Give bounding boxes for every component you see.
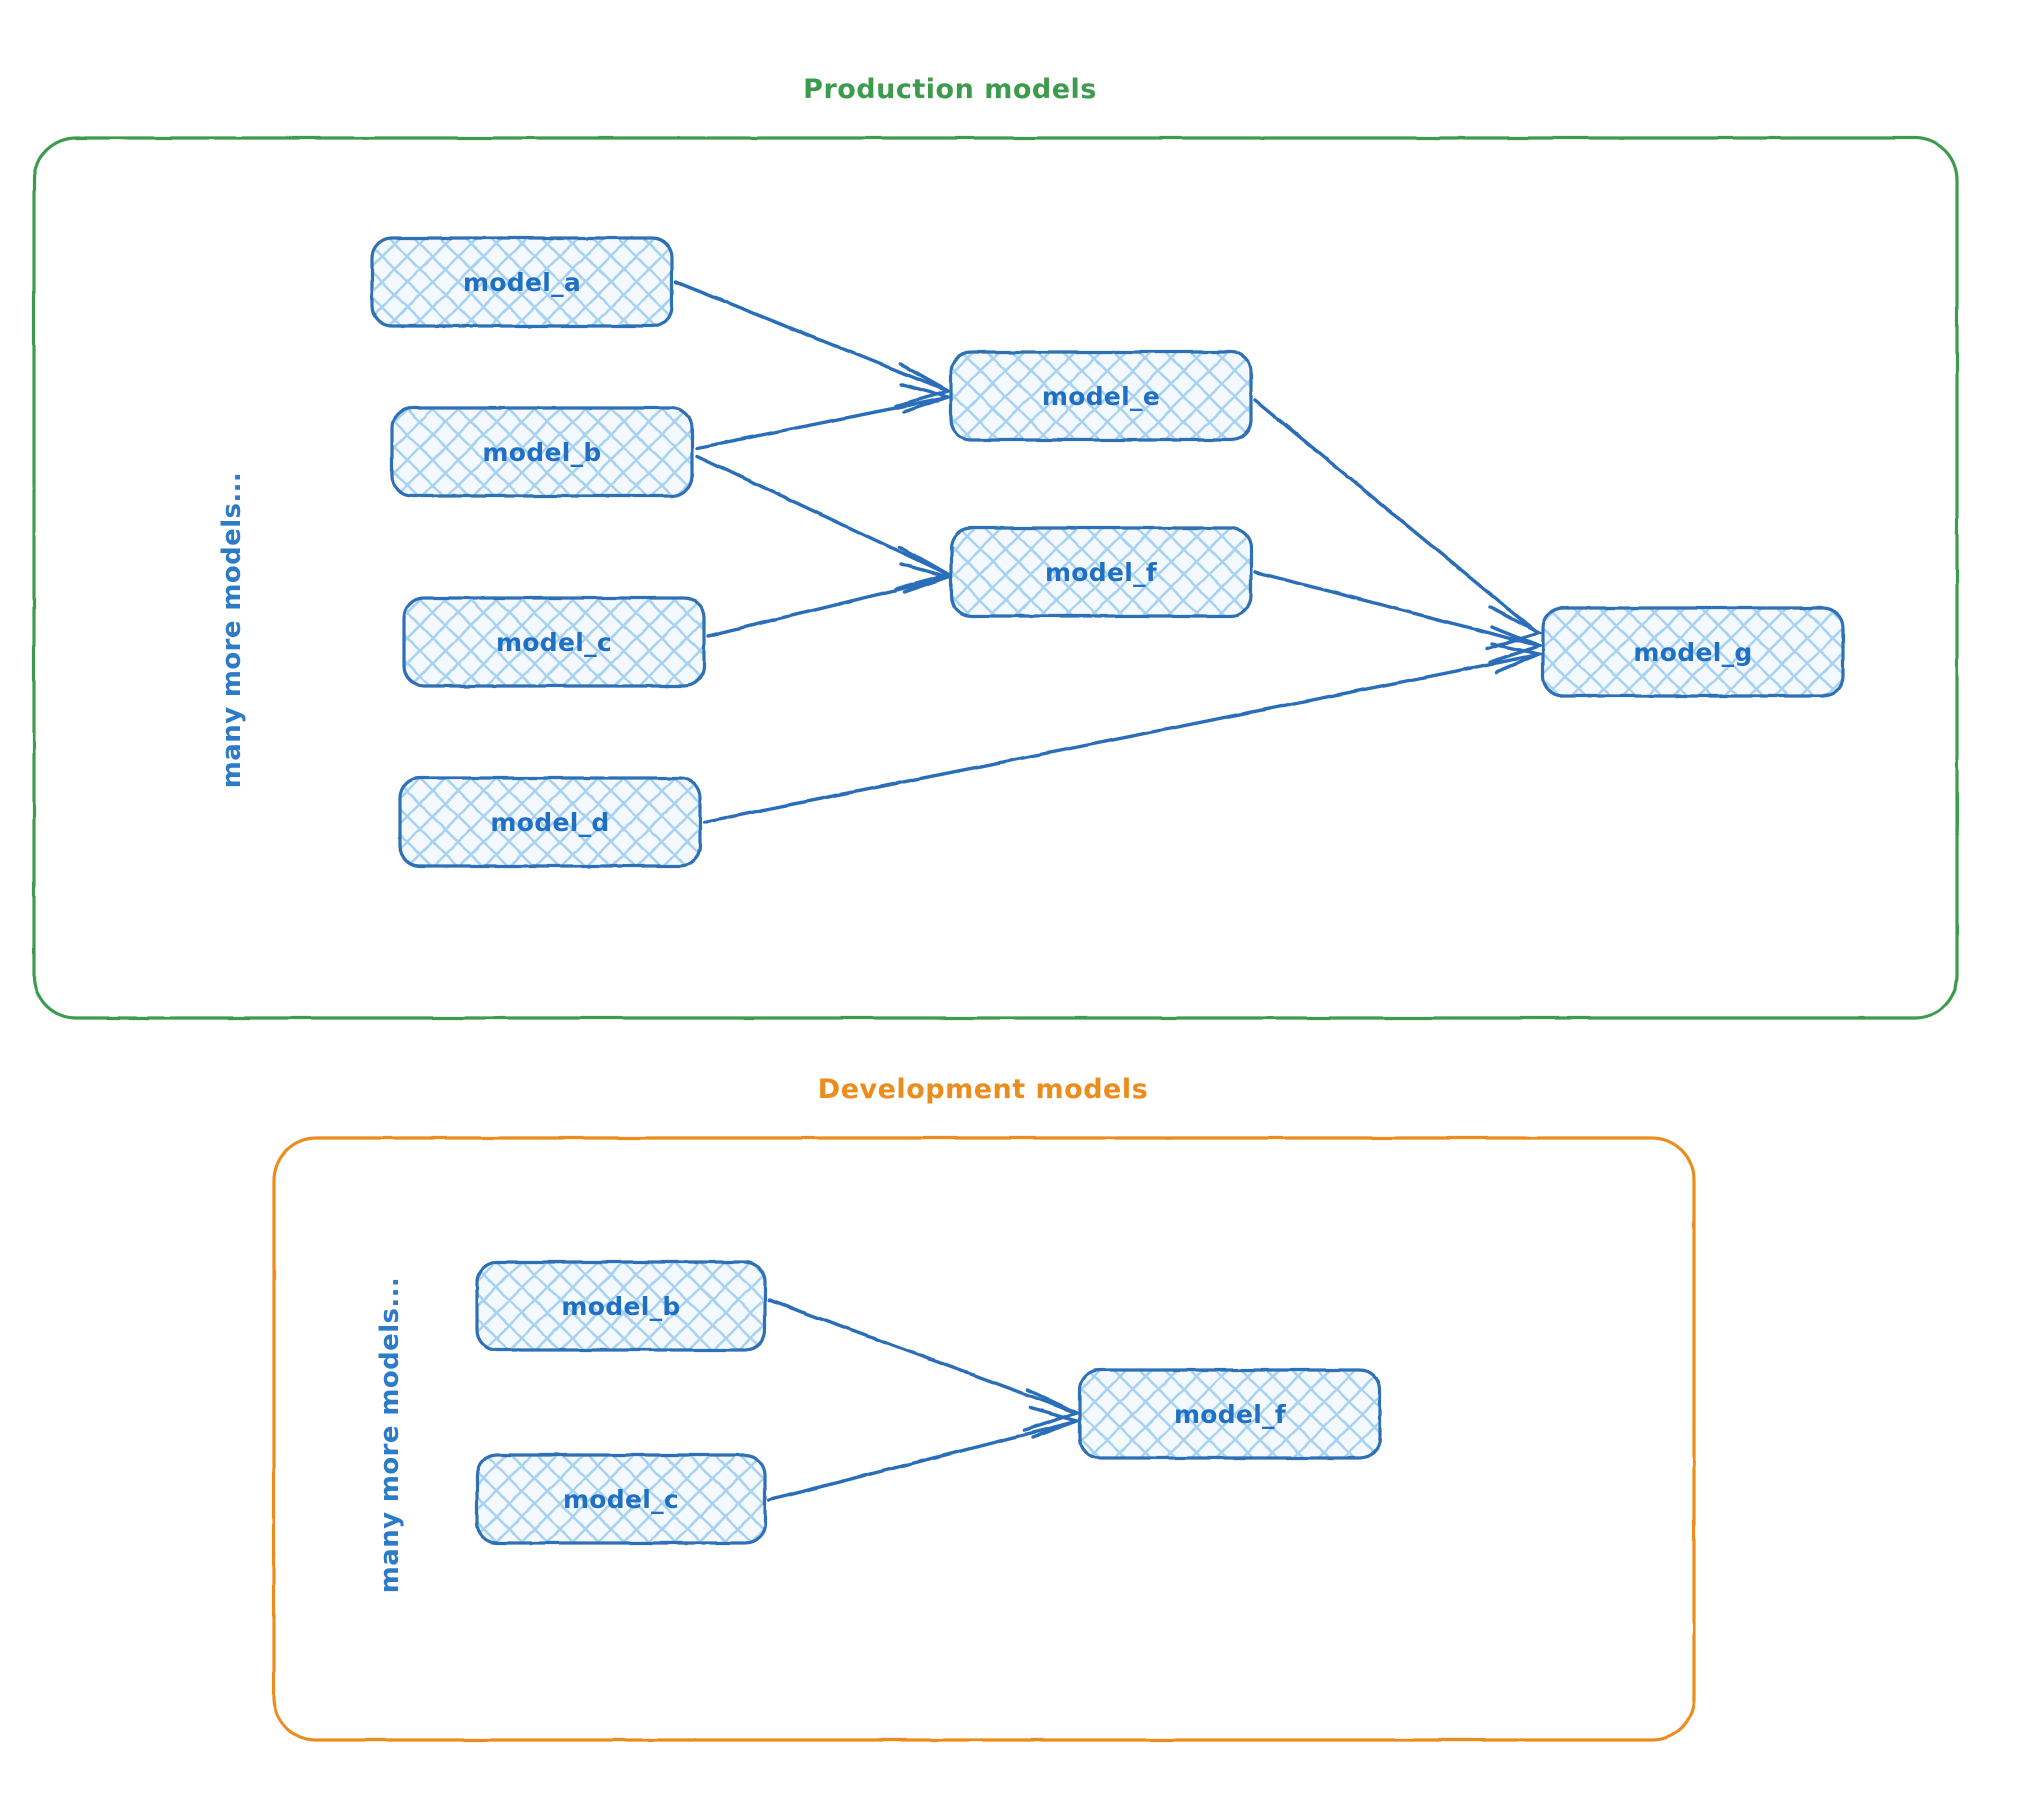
node-model-g-label: model_g (1633, 638, 1752, 667)
node-dev-model-b-label: model_b (561, 1292, 680, 1321)
node-model-f-label: model_f (1045, 558, 1158, 587)
production-group-border (32, 136, 1959, 1020)
edge-model-a-to-model-e (674, 280, 953, 408)
node-dev-model-b[interactable]: model_b (475, 1260, 767, 1352)
production-nodes: model_a model_b model_c model_d model_e … (370, 236, 1845, 868)
group-development: Development models many more models... (272, 1074, 1696, 1742)
edge-model-f-to-model-g (1253, 570, 1544, 664)
node-model-e[interactable]: model_e (949, 350, 1253, 442)
development-side-label: many more models... (375, 1277, 405, 1593)
node-model-c-label: model_c (496, 628, 612, 657)
development-edges (767, 1298, 1083, 1502)
node-model-a-label: model_a (463, 268, 581, 297)
production-group-title: Production models (803, 74, 1097, 105)
node-model-g[interactable]: model_g (1541, 606, 1845, 698)
edge-model-c-to-model-f (706, 562, 954, 638)
node-model-d-label: model_d (490, 808, 609, 837)
node-model-e-label: model_e (1042, 382, 1160, 411)
node-model-b-label: model_b (482, 438, 601, 467)
node-model-f[interactable]: model_f (949, 526, 1253, 618)
node-model-d[interactable]: model_d (398, 776, 702, 868)
production-edges (674, 280, 1545, 824)
edge-model-b-to-model-f (695, 454, 953, 591)
node-dev-model-c-label: model_c (563, 1485, 679, 1514)
development-nodes: model_b model_c model_f (475, 1260, 1382, 1545)
development-group-border (272, 1136, 1696, 1742)
development-group-title: Development models (818, 1074, 1148, 1105)
edge-dev-model-c-to-model-f (767, 1406, 1083, 1502)
edge-model-b-to-model-e (695, 382, 954, 450)
node-dev-model-f[interactable]: model_f (1078, 1368, 1382, 1460)
edge-dev-model-b-to-model-f (767, 1298, 1082, 1432)
node-dev-model-c[interactable]: model_c (475, 1453, 767, 1545)
node-model-b[interactable]: model_b (390, 406, 694, 498)
edge-model-e-to-model-g (1253, 398, 1544, 651)
group-production: Production models many more models... (32, 74, 1959, 1020)
node-model-a[interactable]: model_a (370, 236, 674, 328)
node-model-c[interactable]: model_c (402, 596, 706, 688)
production-side-label: many more models... (217, 472, 247, 788)
edge-model-d-to-model-g (702, 642, 1545, 824)
node-dev-model-f-label: model_f (1174, 1400, 1287, 1429)
